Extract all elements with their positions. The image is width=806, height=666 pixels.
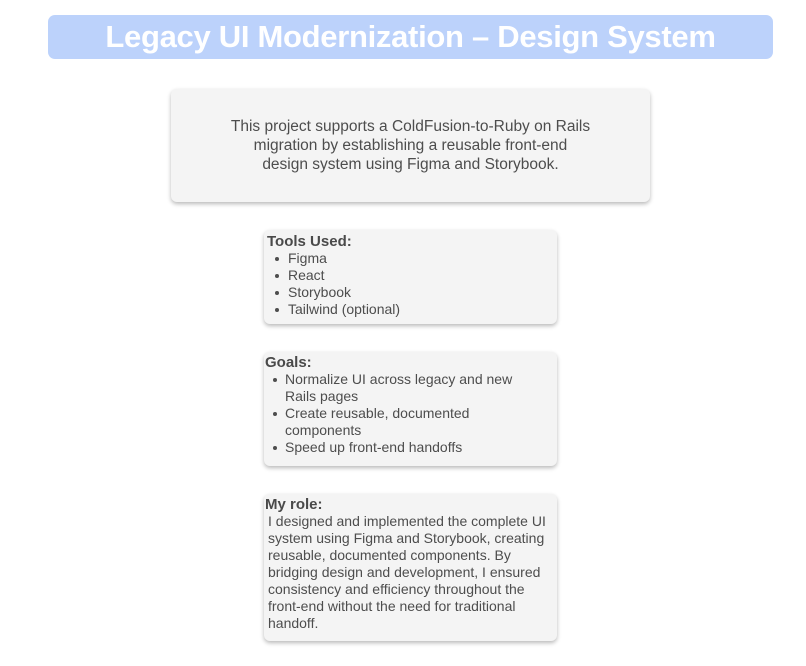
title-banner: Legacy UI Modernization – Design System: [48, 15, 773, 59]
list-item: React: [267, 267, 557, 284]
role-text: I designed and implemented the complete …: [268, 513, 546, 631]
intro-card: This project supports a ColdFusion-to-Ru…: [171, 89, 650, 202]
tools-heading: Tools Used:: [267, 233, 352, 250]
list-item: Tailwind (optional): [267, 301, 557, 318]
tools-list: Figma React Storybook Tailwind (optional…: [267, 250, 557, 318]
goals-heading: Goals:: [265, 354, 312, 371]
page-title: Legacy UI Modernization – Design System: [105, 19, 716, 54]
list-item: Storybook: [267, 284, 557, 301]
tools-card: Tools Used: Figma React Storybook Tailwi…: [264, 230, 557, 324]
list-item: Create reusable, documented components: [265, 405, 557, 439]
intro-text: This project supports a ColdFusion-to-Ru…: [230, 118, 591, 173]
list-item: Normalize UI across legacy and new Rails…: [265, 371, 557, 405]
goals-card: Goals: Normalize UI across legacy and ne…: [264, 352, 557, 466]
role-card: My role: I designed and implemented the …: [264, 494, 557, 641]
role-heading: My role:: [265, 496, 323, 513]
goals-list: Normalize UI across legacy and new Rails…: [265, 371, 557, 456]
list-item: Speed up front-end handoffs: [265, 439, 557, 456]
list-item: Figma: [267, 250, 557, 267]
